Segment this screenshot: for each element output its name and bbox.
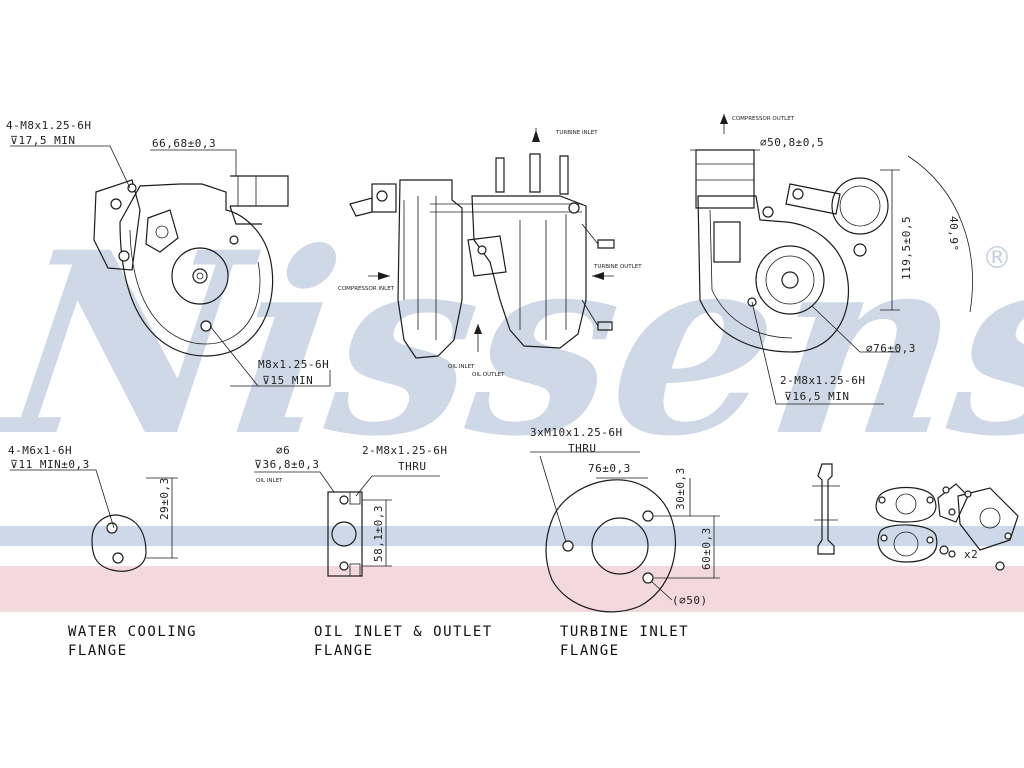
gasket-set	[875, 483, 1019, 571]
front-view	[10, 145, 331, 387]
side-turbine-inlet: TURBINE INLET	[555, 130, 598, 136]
pink-band	[0, 566, 1024, 612]
side-oil-outlet: OIL OUTLET	[472, 372, 505, 378]
front-note2-line2: ⊽15 MIN	[262, 374, 313, 387]
water-note-line1: 4-M6x1-6H	[8, 444, 72, 457]
blue-band	[0, 526, 1024, 546]
oil-note-line2: THRU	[398, 460, 427, 473]
front-note1-line1: 4-M8x1.25-6H	[6, 119, 91, 132]
rear-note-line1: 2-M8x1.25-6H	[780, 374, 865, 387]
rear-dim-outlet: ⌀50,8±0,5	[760, 136, 824, 149]
rear-dim-height: 119,5±0,5	[900, 216, 913, 280]
turbine-inlet-flange	[530, 451, 720, 613]
oil-dim-depth: ⊽36,8±0,3	[254, 458, 320, 471]
oil-flange	[254, 471, 440, 577]
side-oil-inlet: OIL INLET	[448, 364, 475, 370]
registered-mark: ®	[982, 241, 1012, 276]
turbine-dim-width: 76±0,3	[588, 462, 631, 475]
turbine-caption-line1: TURBINE INLET	[560, 624, 689, 640]
water-caption-line2: FLANGE	[68, 643, 128, 659]
water-note-line2: ⊽11 MIN±0,3	[10, 458, 90, 471]
side-view	[349, 128, 615, 359]
oil-feed-pipe	[812, 463, 840, 555]
oil-dim-height: 58,1±0,3	[372, 505, 385, 562]
front-note1-line2: ⊽17,5 MIN	[10, 134, 76, 147]
front-note2-line1: M8x1.25-6H	[258, 358, 329, 371]
turbine-dim-v2: 60±0,3	[700, 527, 713, 570]
turbine-note-line1: 3xM10x1.25-6H	[530, 426, 623, 439]
turbine-dim-v1: 30±0,3	[674, 467, 687, 510]
turbine-dim-bore: (⌀50)	[672, 594, 708, 607]
oil-dim-dia: ⌀6	[276, 444, 290, 457]
rear-dim-angle: 40,9°	[947, 216, 960, 252]
rear-compressor-outlet: COMPRESSOR OUTLET	[732, 116, 795, 122]
oil-caption-line2: FLANGE	[314, 643, 374, 659]
rear-view	[690, 114, 973, 405]
oil-inlet-label: OIL INLET	[256, 478, 283, 484]
watermark-text: Nissens	[0, 198, 1024, 492]
side-turbine-outlet: TURBINE OUTLET	[593, 264, 642, 270]
turbine-note-line2: THRU	[568, 442, 597, 455]
side-compressor-inlet: COMPRESSOR INLET	[338, 286, 395, 292]
rear-note-line2: ⊽16,5 MIN	[784, 390, 850, 403]
water-caption-line1: WATER COOLING	[68, 624, 197, 640]
water-cooling-flange	[10, 469, 178, 572]
gasket-qty: x2	[964, 548, 978, 561]
front-dim-width: 66,68±0,3	[152, 137, 216, 150]
nissens-watermark: Nissens ®	[0, 198, 1024, 492]
turbine-caption-line2: FLANGE	[560, 643, 620, 659]
oil-caption-line1: OIL INLET & OUTLET	[314, 624, 493, 640]
water-dim-height: 29±0,3	[158, 477, 171, 520]
rear-dim-bore: ⌀76±0,3	[866, 342, 916, 355]
oil-note-line1: 2-M8x1.25-6H	[362, 444, 447, 457]
